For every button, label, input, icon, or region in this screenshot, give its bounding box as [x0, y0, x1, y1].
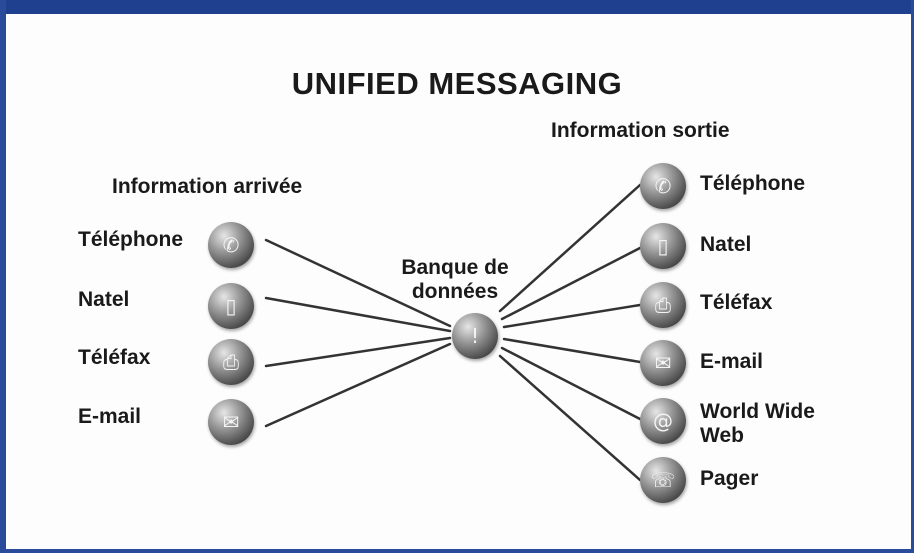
outgoing-label-natel: Natel: [700, 233, 752, 256]
telephone-icon: ✆: [208, 222, 254, 268]
connector-in-email: [264, 342, 452, 428]
email-icon: ✉: [208, 399, 254, 445]
connector-out-pager: [498, 354, 642, 482]
database-label: Banque de données: [401, 256, 509, 303]
page-title: UNIFIED MESSAGING: [291, 66, 623, 101]
email-icon: ✉: [640, 340, 686, 386]
connector-out-telefax: [502, 303, 642, 329]
incoming-heading: Information arrivée: [112, 175, 303, 198]
outgoing-label-telephone: Téléphone: [700, 172, 806, 195]
connector-in-natel: [264, 296, 452, 333]
fax-icon: ⎙: [208, 339, 254, 385]
outgoing-label-telefax: Téléfax: [700, 291, 773, 314]
outgoing-label-pager: Pager: [700, 467, 759, 490]
incoming-label-telephone: Téléphone: [78, 228, 184, 251]
connector-out-www: [500, 346, 642, 421]
connector-in-telephone: [264, 238, 452, 328]
pager-icon: ☏: [640, 457, 686, 503]
incoming-label-telefax: Téléfax: [78, 346, 151, 369]
left-border: [0, 0, 6, 553]
world-wide-web-icon: @: [640, 398, 686, 444]
mobile-phone-icon: ▯: [640, 223, 686, 269]
fax-icon: ⎙: [640, 282, 686, 328]
outgoing-label-email: E-mail: [700, 350, 764, 373]
outgoing-label-www: World Wide Web: [700, 400, 815, 447]
outgoing-heading: Information sortie: [551, 119, 730, 142]
incoming-label-email: E-mail: [78, 405, 142, 428]
top-border: [0, 0, 914, 14]
connector-out-email: [502, 337, 642, 364]
connector-out-telephone: [498, 183, 642, 313]
incoming-label-natel: Natel: [78, 288, 130, 311]
connector-out-natel: [500, 246, 642, 321]
mobile-phone-icon: ▯: [208, 283, 254, 329]
connector-in-telefax: [264, 336, 452, 368]
bottom-border: [0, 549, 914, 553]
database-icon: !: [452, 313, 498, 359]
telephone-icon: ✆: [640, 163, 686, 209]
right-border: [911, 0, 914, 553]
